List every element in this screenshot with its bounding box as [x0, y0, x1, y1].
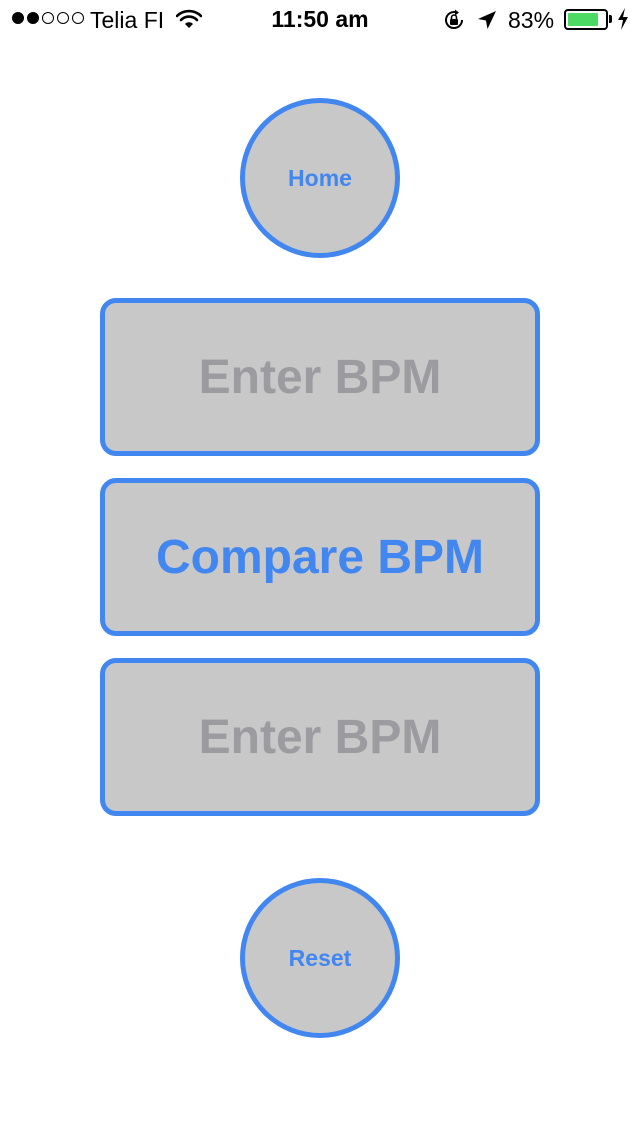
signal-dot [72, 12, 84, 24]
charging-bolt-icon [617, 8, 629, 36]
signal-strength-icon [12, 12, 84, 24]
signal-dot [27, 12, 39, 24]
first-bpm-input[interactable] [105, 303, 535, 451]
compare-bpm-label: Compare BPM [155, 530, 485, 584]
wifi-icon [175, 9, 203, 35]
battery-icon [564, 9, 608, 30]
rotation-lock-icon [442, 8, 466, 38]
home-button[interactable]: Home [240, 98, 400, 258]
status-time: 11:50 am [271, 6, 369, 32]
compare-bpm-button[interactable]: Compare BPM [100, 478, 540, 636]
battery-level-fill [568, 13, 598, 26]
status-bar: Telia FI 11:50 am 83% [0, 0, 640, 40]
signal-dot [57, 12, 69, 24]
second-bpm-box [100, 658, 540, 816]
location-arrow-icon [476, 9, 498, 37]
signal-dot [12, 12, 24, 24]
battery-percentage: 83% [508, 7, 555, 33]
first-bpm-box [100, 298, 540, 456]
signal-dot [42, 12, 54, 24]
carrier-name: Telia FI [90, 7, 165, 33]
reset-button-label: Reset [288, 944, 352, 971]
reset-button[interactable]: Reset [240, 878, 400, 1038]
battery-tip [609, 15, 612, 23]
second-bpm-input[interactable] [105, 663, 535, 811]
home-button-label: Home [288, 164, 352, 191]
